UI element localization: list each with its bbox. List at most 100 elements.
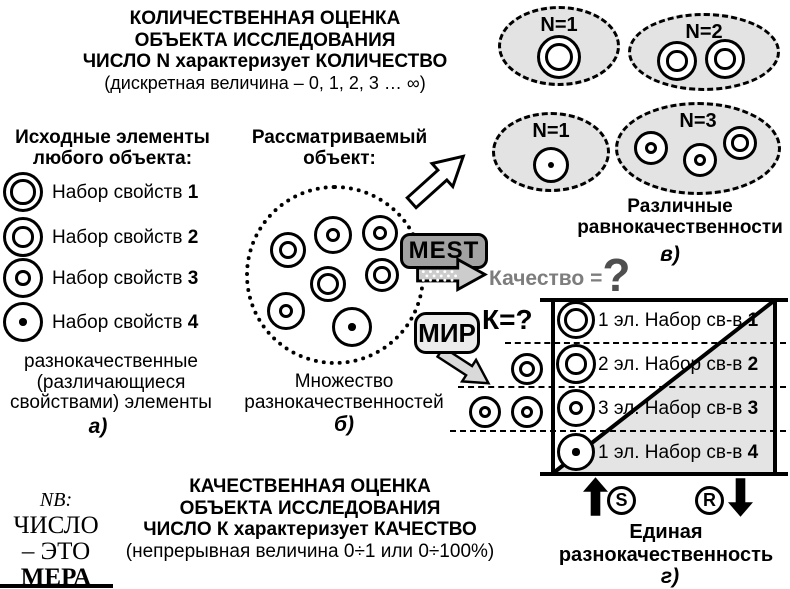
ellipse-n2-label: N=2 [685, 21, 723, 43]
quant-title-line2: ОБЪЕКТА ИССЛЕДОВАНИЯ [134, 29, 396, 51]
element-circle-type3-icon [634, 131, 668, 165]
legend-circle-type4-icon [3, 302, 43, 342]
property-set-item: Набор свойств 2 [52, 227, 198, 249]
element-circle-type2-icon [511, 353, 543, 385]
table-row-circle-type4-icon [557, 433, 595, 471]
qual-title-line4: (непрерывная величина 0÷1 или 0÷100%) [125, 540, 495, 562]
table-bottom-border [540, 472, 788, 476]
left-header-line2: любого объекта: [32, 148, 193, 169]
ellipses-caption-line1: Различные [627, 196, 733, 217]
element-circle-type2-icon [705, 39, 745, 79]
left-footer-line2: (различающиеся [36, 371, 186, 393]
ellipses-caption: Различные равнокачественности [570, 196, 790, 238]
property-set-item: Набор свойств 4 [52, 312, 198, 334]
table-caption-line1: Единая [629, 521, 703, 543]
panel-tag-b: б) [334, 413, 354, 436]
table-top-border [540, 298, 788, 302]
table-row-text: 2 эл. Набор св-в [598, 354, 748, 375]
table-row: 1 эл. Набор св-в 4 [598, 442, 774, 464]
object-caption-line2: разнокачественностей [244, 392, 444, 413]
nb-line1: NB: [39, 489, 73, 511]
table-row-num: 1 [747, 310, 759, 331]
property-set-num: 4 [187, 312, 199, 333]
property-set-label: Набор свойств [52, 268, 188, 289]
element-circle-type3-icon [511, 396, 543, 428]
qual-title-line3: ЧИСЛО К характеризует КАЧЕСТВО [143, 519, 477, 540]
mir-arrow-icon [435, 345, 491, 385]
table-left-border [551, 298, 555, 475]
legend-circle-type2-icon [3, 217, 43, 257]
object-caption: Множество разнокачественностей [222, 371, 466, 413]
bottom-edge-line [0, 584, 113, 588]
quant-title-line1: КОЛИЧЕСТВЕННАЯ ОЦЕНКА [129, 8, 401, 29]
s-node: S [607, 486, 636, 515]
table-caption: Единая разнокачественность [551, 521, 781, 566]
left-footer-line1: разнокачественные [24, 351, 198, 372]
element-circle-type2-icon [270, 232, 306, 268]
element-circle-type3-icon [314, 216, 352, 254]
object-header: Рассматриваемый объект: [237, 127, 442, 169]
quant-title-line4: (дискретная величина – 0, 1, 2, 3 … ∞) [104, 72, 426, 93]
r-node-label: R [703, 490, 716, 510]
qual-title-line2: ОБЪЕКТА ИССЛЕДОВАНИЯ [179, 497, 441, 519]
element-circle-type3-icon [267, 292, 305, 330]
mir-label: МИР [418, 317, 476, 348]
object-caption-line1: Множество [294, 371, 394, 392]
mest-arrow-icon [416, 257, 488, 292]
nb-line4: МЕРА [20, 564, 92, 589]
mir-box: МИР [414, 312, 480, 354]
table-row: 1 эл. Набор св-в 1 [598, 310, 774, 332]
property-set-num: 3 [187, 268, 199, 289]
ellipses-caption-line2: равнокачественности [577, 217, 783, 238]
table-row-circle-type1-icon [557, 301, 595, 339]
ellipse-n1-bottom-label: N=1 [532, 120, 570, 142]
element-circle-type3-icon [683, 143, 717, 177]
table-row-text: 3 эл. Набор св-в [598, 398, 748, 419]
element-circle-type1-icon [310, 266, 346, 302]
property-set-num: 1 [187, 182, 199, 203]
quant-title-line3: ЧИСЛО N характеризует КОЛИЧЕСТВО [82, 51, 448, 72]
nb-note: NB: ЧИСЛО – ЭТО МЕРА [0, 487, 112, 589]
table-row-num: 4 [747, 442, 759, 463]
table-row-text: 1 эл. Набор св-в [598, 310, 748, 331]
output-down-arrow-icon [728, 478, 753, 517]
legend-circle-type3-icon [3, 258, 43, 298]
dashed-separator [458, 386, 786, 388]
element-circle-type2-icon [723, 126, 757, 160]
element-circle-type3-icon [362, 215, 398, 251]
property-set-label: Набор свойств [52, 182, 188, 203]
table-right-border [773, 298, 777, 475]
ellipse-n1-top-label: N=1 [540, 14, 578, 36]
object-header-line2: объект: [303, 148, 376, 169]
table-row-circle-type2-icon [556, 344, 596, 384]
mest-label: MEST [408, 237, 480, 264]
quality-label: Качество = [489, 267, 603, 290]
object-header-line1: Рассматриваемый [251, 127, 428, 148]
qualitative-title: КАЧЕСТВЕННАЯ ОЦЕНКА ОБЪЕКТА ИССЛЕДОВАНИЯ… [85, 476, 535, 562]
up-right-arrow-icon [405, 154, 466, 210]
table-row-num: 2 [747, 354, 759, 375]
table-row-circle-type3-icon [557, 389, 595, 427]
table-row: 2 эл. Набор св-в 2 [598, 354, 774, 376]
quantitative-title: КОЛИЧЕСТВЕННАЯ ОЦЕНКА ОБЪЕКТА ИССЛЕДОВАН… [35, 8, 495, 94]
table-caption-line2: разнокачественность [558, 543, 774, 566]
element-circle-type2-icon [365, 258, 399, 292]
left-panel-header: Исходные элементы любого объекта: [0, 127, 225, 169]
table-row-text: 1 эл. Набор св-в [598, 442, 748, 463]
panel-tag-v: в) [660, 243, 680, 266]
left-footer-line3: свойствами) элементы [10, 392, 212, 413]
quality-question-mark: ? [602, 249, 631, 301]
element-circle-type4-icon [533, 147, 569, 183]
qual-title-line1: КАЧЕСТВЕННАЯ ОЦЕНКА [189, 476, 431, 497]
table-row-num: 3 [747, 398, 759, 419]
mest-box: MEST [400, 233, 488, 269]
ellipse-n2: N=2 [628, 13, 780, 91]
dashed-separator [505, 342, 786, 344]
left-header-line1: Исходные элементы [15, 127, 210, 148]
table-row: 3 эл. Набор св-в 3 [598, 398, 774, 420]
property-set-item: Набор свойств 3 [52, 268, 198, 290]
left-panel-footer: разнокачественные (различающиеся свойств… [0, 351, 222, 414]
nb-line2: ЧИСЛО [13, 512, 99, 539]
element-circle-type2-icon [657, 41, 697, 81]
